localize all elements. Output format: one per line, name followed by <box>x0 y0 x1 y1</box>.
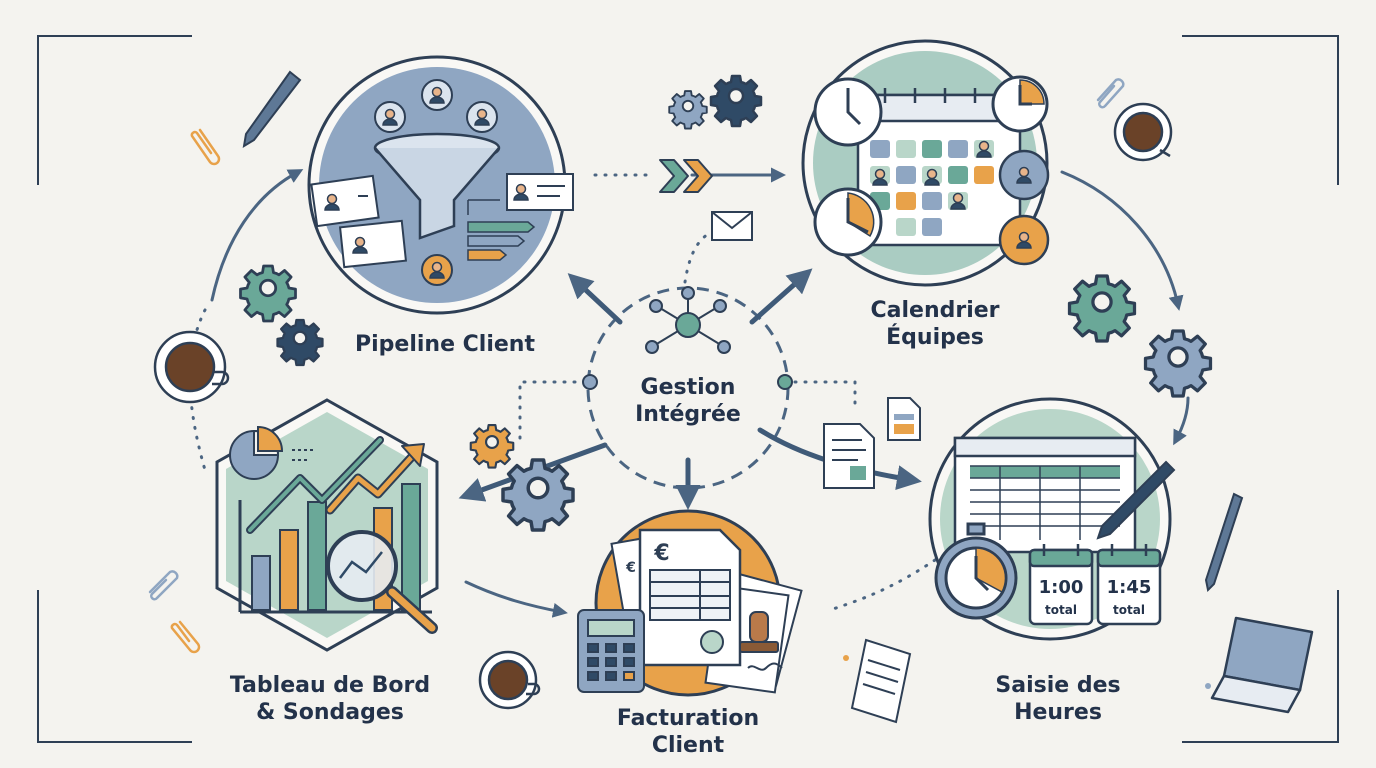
billing-label: Facturation Client <box>583 705 793 759</box>
label-line: Saisie des <box>995 673 1121 698</box>
dashboard-surveys-module[interactable] <box>215 398 439 652</box>
time-card-2 <box>1096 544 1162 626</box>
time-card-caption: total <box>1113 603 1145 617</box>
label-line: Client <box>651 733 725 758</box>
chevron-icon <box>659 159 713 193</box>
laptop-icon <box>1210 616 1314 714</box>
time-card-1 <box>1028 544 1094 626</box>
hub-network-icon <box>645 286 731 354</box>
progress-bars <box>467 199 536 261</box>
calendar-grid <box>870 140 994 236</box>
coffee-cup-icon <box>153 102 1173 710</box>
euro-symbol: € <box>625 560 636 576</box>
time-entry-label: Saisie des Heures <box>953 672 1163 726</box>
label-line: Équipes <box>886 325 984 350</box>
funnel-icon <box>373 132 501 240</box>
contact-card-icon <box>310 173 574 269</box>
calendar-teams-module[interactable] <box>801 39 1050 287</box>
label-line: Calendrier <box>870 298 1000 323</box>
label-line: & Sondages <box>256 700 404 725</box>
cycle-arrows <box>210 167 1190 618</box>
calendar-teams-label: Calendrier Équipes <box>830 297 1040 351</box>
stamp-icon <box>739 611 783 671</box>
hub-label: Gestion Intégrée <box>583 374 793 428</box>
time-card-value: 1:45 <box>1107 577 1152 598</box>
document-icon <box>823 397 921 724</box>
label-line: Pipeline Client <box>355 332 535 357</box>
pie-chart-icon <box>229 425 316 480</box>
time-entry-module[interactable]: 1:00 total 1:45 total <box>928 397 1176 641</box>
paperclip-icon <box>148 78 1125 654</box>
label-line: Heures <box>1014 700 1102 725</box>
dashboard-surveys-label: Tableau de Bord & Sondages <box>210 672 450 726</box>
time-card-value: 1:00 <box>1039 577 1084 598</box>
envelope-icon <box>711 211 753 241</box>
clock-icon <box>813 75 1049 257</box>
label-line: Tableau de Bord <box>229 673 431 698</box>
pipeline-client-label: Pipeline Client <box>340 331 550 358</box>
calculator-icon <box>577 609 645 693</box>
decorative-dots <box>843 655 1211 689</box>
time-card-caption: total <box>1045 603 1077 617</box>
label-line: Intégrée <box>635 402 741 427</box>
euro-symbol: € <box>653 541 669 566</box>
label-line: Gestion <box>640 375 736 400</box>
stopwatch-icon <box>934 522 1018 620</box>
billing-module[interactable]: € € <box>577 509 803 697</box>
pen-icon <box>242 70 1244 593</box>
pipeline-client-module[interactable] <box>307 55 574 315</box>
label-line: Facturation <box>616 706 760 731</box>
pen-icon <box>1096 460 1176 540</box>
invoice-icon <box>610 528 803 694</box>
hub-nodes <box>582 374 793 390</box>
magnifier-icon <box>326 530 438 634</box>
trend-arrow-icon <box>246 436 425 534</box>
corner-frame <box>37 35 1339 743</box>
